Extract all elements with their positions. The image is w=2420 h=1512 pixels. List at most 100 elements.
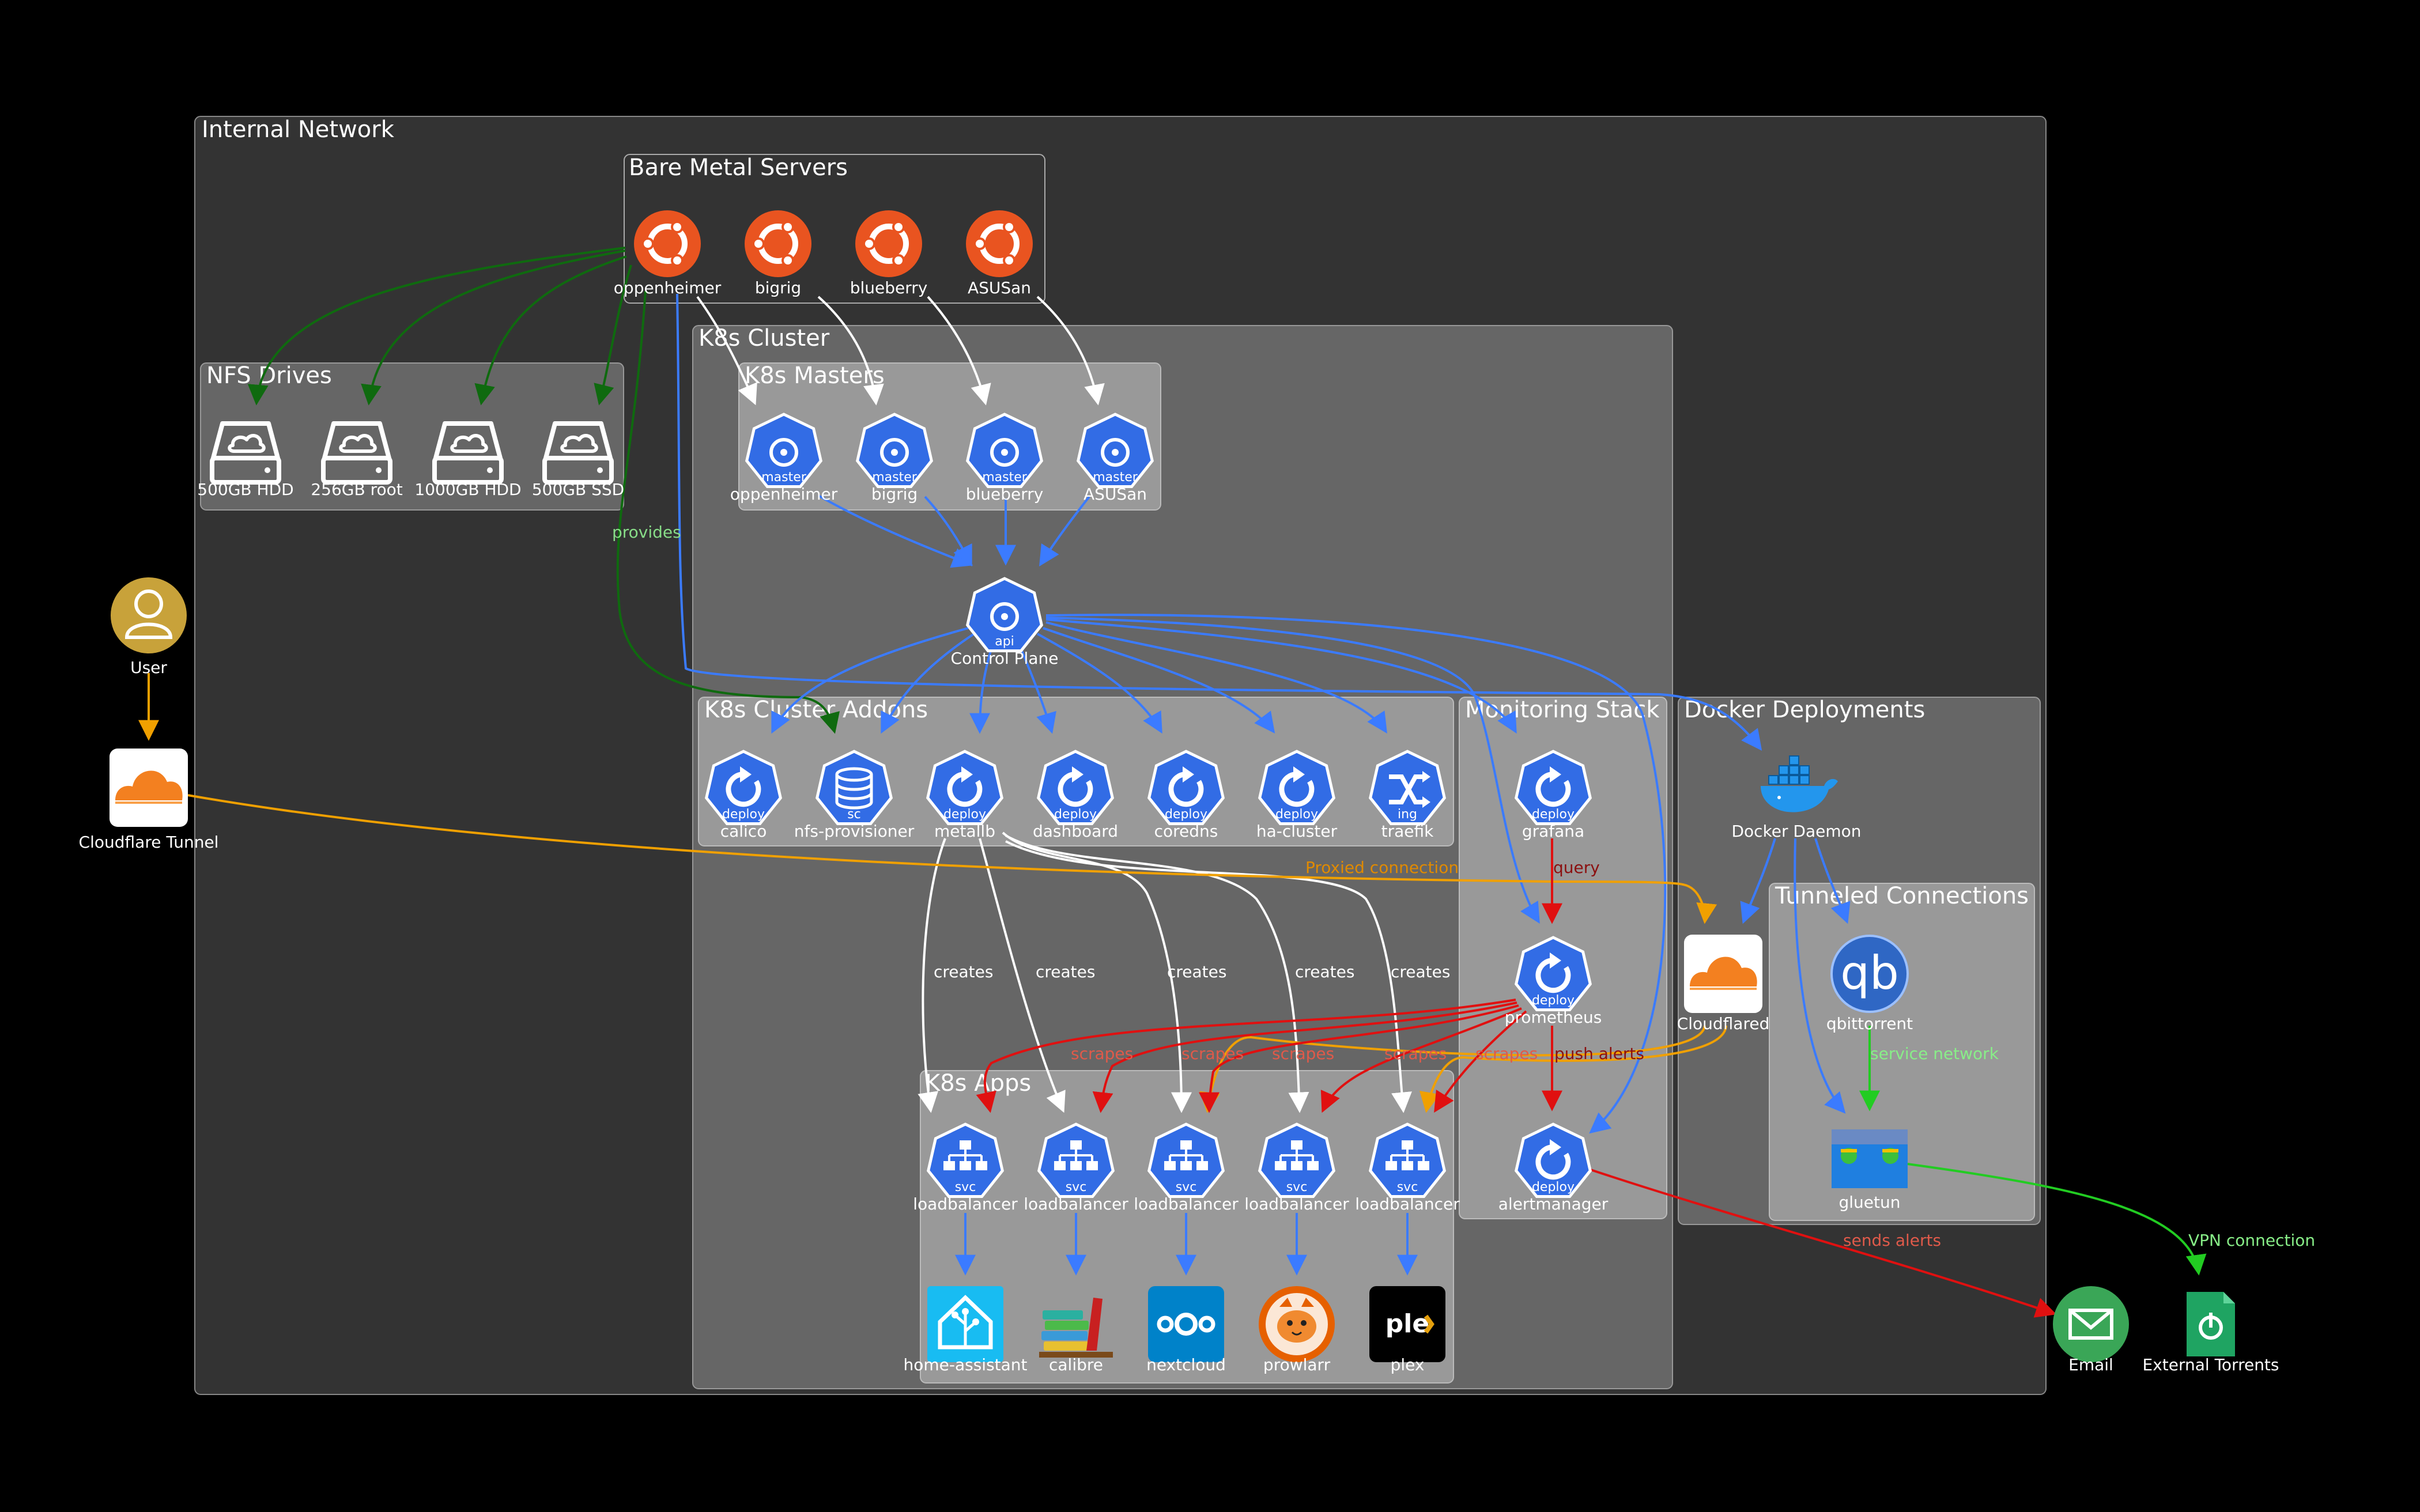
k8s-service-icon: svc: [1039, 1124, 1113, 1197]
edge-scrape-3: [1199, 1004, 1519, 1113]
edge-label-scrapes: scrapes: [1181, 1044, 1244, 1063]
node-master-bigrig[interactable]: master bigrig: [858, 414, 932, 504]
node-loadbalancer-2[interactable]: svc loadbalancer: [1024, 1124, 1128, 1214]
edge-creates-2: [979, 838, 1066, 1113]
node-loadbalancer-4[interactable]: svc loadbalancer: [1244, 1124, 1349, 1214]
node-master-oppenheimer[interactable]: master oppenheimer: [730, 414, 838, 504]
edge-label-provides: provides: [612, 523, 681, 542]
node-server-bigrig[interactable]: bigrig: [745, 210, 811, 297]
node-cloudflared[interactable]: Cloudflared: [1677, 935, 1770, 1033]
docker-icon: [1761, 755, 1838, 812]
node-prometheus[interactable]: deploy prometheus: [1505, 938, 1602, 1027]
node-calico[interactable]: deploy calico: [707, 751, 781, 841]
node-label: prowlarr: [1263, 1355, 1331, 1374]
node-loadbalancer-5[interactable]: svc loadbalancer: [1355, 1124, 1460, 1214]
node-label: User: [130, 658, 167, 677]
edge-api-coredns: [1037, 633, 1162, 734]
node-label: alertmanager: [1498, 1195, 1609, 1214]
k8s-deploy-icon: deploy: [707, 751, 781, 824]
node-nfs-provisioner[interactable]: sc nfs-provisioner: [794, 751, 915, 841]
node-label: plex: [1391, 1355, 1425, 1374]
hard-drive-icon: [432, 421, 504, 485]
node-label: bigrig: [871, 485, 918, 504]
edge-label-vpn: VPN connection: [2188, 1231, 2315, 1250]
email-icon: [2053, 1286, 2129, 1362]
node-label: loadbalancer: [1355, 1195, 1460, 1214]
node-plex[interactable]: ple plex: [1369, 1286, 1445, 1374]
node-label: metallb: [934, 822, 995, 841]
node-server-asusan[interactable]: ASUSan: [966, 210, 1033, 297]
node-user[interactable]: User: [111, 577, 187, 677]
node-label: calibre: [1049, 1355, 1103, 1374]
node-home-assistant[interactable]: home-assistant: [903, 1286, 1028, 1374]
k8s-master-icon: master: [1078, 414, 1153, 487]
node-master-blueberry[interactable]: master blueberry: [966, 414, 1044, 504]
edge-scrape-2: [1092, 1001, 1517, 1113]
node-loadbalancer-1[interactable]: svc loadbalancer: [913, 1124, 1018, 1214]
node-control-plane[interactable]: api Control Plane: [951, 579, 1059, 668]
edge-label-sends-alerts: sends alerts: [1843, 1231, 1941, 1250]
node-alertmanager[interactable]: deploy alertmanager: [1498, 1124, 1609, 1214]
edge-api-ha: [1043, 627, 1275, 734]
node-cloudflare-tunnel[interactable]: Cloudflare Tunnel: [79, 749, 219, 852]
svg-text:svc: svc: [1286, 1180, 1308, 1195]
node-label: traefik: [1381, 822, 1434, 841]
node-coredns[interactable]: deploy coredns: [1149, 751, 1224, 841]
node-label: Control Plane: [951, 649, 1059, 668]
edge-label-creates: creates: [1391, 962, 1450, 981]
svg-text:master: master: [872, 470, 918, 485]
node-loadbalancer-3[interactable]: svc loadbalancer: [1134, 1124, 1239, 1214]
svg-text:deploy: deploy: [722, 807, 765, 822]
home-assistant-icon: [927, 1286, 1003, 1362]
ubuntu-icon: [634, 210, 701, 277]
node-nfs-256root[interactable]: 256GB root: [311, 421, 403, 499]
edge-label-scrapes: scrapes: [1071, 1044, 1133, 1063]
node-email[interactable]: Email: [2053, 1286, 2129, 1374]
node-metallb[interactable]: deploy metallb: [928, 751, 1002, 841]
svg-text:master: master: [1093, 470, 1138, 485]
cluster-title: NFS Drives: [206, 362, 332, 389]
node-dashboard[interactable]: deploy dashboard: [1033, 751, 1118, 841]
edge-creates-4: [1005, 834, 1309, 1113]
node-ha-cluster[interactable]: deploy ha-cluster: [1256, 751, 1338, 841]
edge-master-api-2: [924, 496, 972, 567]
cluster-title: Monitoring Stack: [1465, 697, 1660, 723]
cluster-title: Docker Deployments: [1684, 697, 1925, 723]
node-external-torrents[interactable]: External Torrents: [2142, 1292, 2279, 1374]
edge-api-dashboard: [1016, 639, 1056, 734]
k8s-deploy-icon: deploy: [1149, 751, 1224, 824]
node-docker-daemon[interactable]: Docker Daemon: [1731, 755, 1862, 841]
node-nfs-1000hdd[interactable]: 1000GB HDD: [414, 421, 522, 499]
node-prowlarr[interactable]: prowlarr: [1259, 1286, 1335, 1374]
svg-text:sc: sc: [847, 807, 861, 822]
node-server-oppenheimer[interactable]: oppenheimer: [614, 210, 722, 297]
node-server-blueberry[interactable]: blueberry: [850, 210, 928, 297]
node-master-asusan[interactable]: master ASUSan: [1078, 414, 1153, 504]
node-traefik[interactable]: ing traefik: [1371, 751, 1445, 841]
k8s-service-icon: svc: [1149, 1124, 1224, 1197]
k8s-deploy-icon: deploy: [1516, 938, 1591, 1010]
edge-server-master-2: [817, 296, 884, 406]
node-nextcloud[interactable]: nextcloud: [1146, 1286, 1226, 1374]
node-grafana[interactable]: deploy grafana: [1516, 751, 1591, 841]
node-gluetun[interactable]: gluetun: [1832, 1129, 1908, 1212]
cluster-title: K8s Masters: [745, 362, 885, 389]
user-icon: [111, 577, 187, 653]
node-nfs-500hdd[interactable]: 500GB HDD: [197, 421, 294, 499]
calibre-icon: [1039, 1298, 1113, 1358]
node-calibre[interactable]: calibre: [1039, 1298, 1113, 1374]
edge-docker-qbit: [1814, 838, 1851, 924]
node-qbittorrent[interactable]: qb qbittorrent: [1826, 935, 1913, 1033]
node-label: Cloudflare Tunnel: [79, 833, 219, 852]
edge-nfs-2: [361, 250, 626, 406]
edge-master-api-1: [818, 494, 973, 568]
edge-label-scrapes: scrapes: [1384, 1044, 1447, 1063]
svg-text:api: api: [995, 634, 1014, 649]
cluster-title: Bare Metal Servers: [629, 154, 848, 181]
cluster-title: Internal Network: [202, 116, 395, 143]
node-nfs-500ssd[interactable]: 500GB SSD: [532, 421, 624, 499]
edge-proxied: [187, 794, 1717, 924]
edge-server-master-3: [927, 296, 991, 406]
edge-docker: [676, 293, 1762, 751]
svg-text:ing: ing: [1398, 807, 1417, 822]
